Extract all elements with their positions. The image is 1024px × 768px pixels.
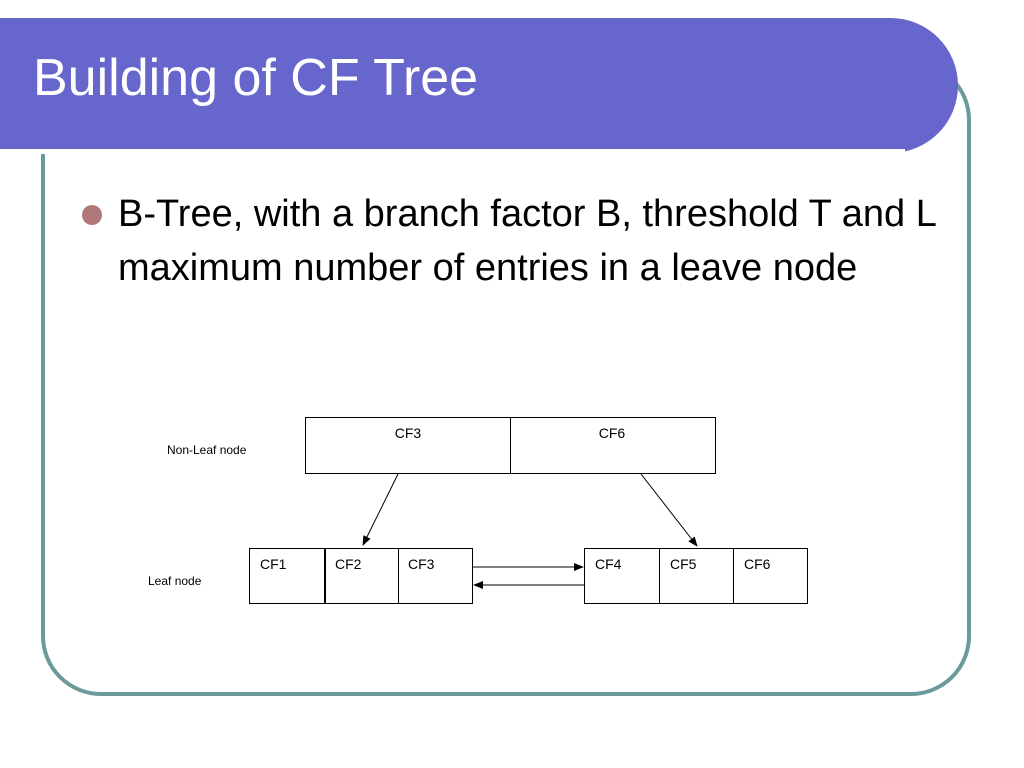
title-underline [0,149,905,154]
leaf-entry: CF6 [744,556,771,572]
leaf-cell [398,548,473,604]
slide-title: Building of CF Tree [33,49,479,107]
title-bar [0,18,958,154]
leaf-cell [249,548,325,604]
leaf-cell [584,548,660,604]
bullet-icon [82,205,102,225]
non-leaf-node: CF3 CF6 [305,417,716,474]
leaf-entry: CF1 [260,556,287,572]
bullet-text: B-Tree, with a branch factor B, threshol… [118,193,936,289]
non-leaf-node-label: Non-Leaf node [167,443,247,457]
slide-frame [41,60,971,696]
right-leaf-node: CF4 CF5 CF6 [584,548,808,604]
non-leaf-entry: CF6 [599,425,626,441]
leaf-cell [733,548,808,604]
left-leaf-node: CF1 CF2 CF3 [249,548,473,604]
non-leaf-entry: CF3 [395,425,422,441]
leaf-entry: CF3 [408,556,435,572]
child-arrow-left [362,473,399,546]
leaf-node-label: Leaf node [148,574,202,588]
leaf-entry: CF5 [670,556,697,572]
leaf-cell [325,548,399,604]
child-arrow-right [640,473,698,547]
leaf-cell [659,548,734,604]
leaf-entry: CF4 [595,556,622,572]
leaf-entry: CF2 [335,556,362,572]
